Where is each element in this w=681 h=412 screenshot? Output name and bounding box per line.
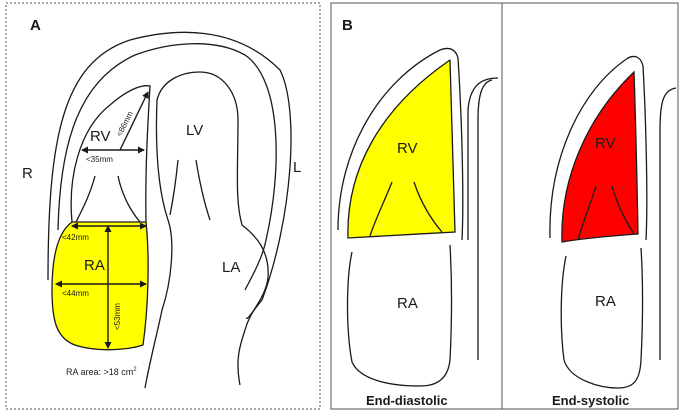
systolic-ra-chamber — [561, 248, 642, 388]
diastolic-view: RV RA End-diastolic — [338, 48, 498, 408]
rv-cavity — [71, 86, 150, 222]
ra-mid-width-label: <44mm — [62, 289, 89, 298]
lv-la-outline — [157, 72, 268, 385]
ra-area-label: RA area: >18 cm2 — [66, 367, 137, 377]
mitral-leaflet-right — [196, 160, 210, 220]
side-right-label: R — [22, 165, 33, 182]
panel-b: B RV RA End-diastolic RV RA End-systolic — [331, 3, 678, 409]
diastolic-ra-chamber — [348, 245, 452, 386]
ra-area-text: RA area: >18 cm — [66, 367, 133, 377]
panel-a: A R L RV LV RA LA <35mm <86mm <42mm <4 — [6, 3, 320, 409]
systolic-rv-chamber — [562, 72, 638, 242]
panel-b-label: B — [342, 17, 353, 34]
diastolic-caption: End-diastolic — [366, 393, 448, 408]
ra-label: RA — [84, 257, 105, 274]
diastolic-lv-wall — [468, 78, 498, 240]
side-left-label: L — [293, 159, 301, 176]
rv-label: RV — [90, 128, 111, 145]
diastolic-ra-label: RA — [397, 295, 418, 312]
ra-length-label: <53mm — [113, 303, 122, 330]
lv-label: LV — [186, 122, 203, 139]
systolic-caption: End-systolic — [552, 393, 629, 408]
tricuspid-leaflet-right — [118, 176, 140, 222]
diastolic-rv-label: RV — [397, 140, 418, 157]
tricuspid-leaflet-left — [76, 176, 95, 222]
systolic-view: RV RA End-systolic — [550, 56, 676, 408]
la-label: LA — [222, 259, 240, 276]
systolic-ra-label: RA — [595, 293, 616, 310]
systolic-lv-wall — [660, 88, 676, 360]
ra-upper-width-label: <42mm — [62, 233, 89, 242]
panel-a-label: A — [30, 17, 41, 34]
mitral-leaflet-left — [170, 160, 178, 215]
rv-width-label: <35mm — [86, 155, 113, 164]
ra-area-superscript: 2 — [133, 367, 137, 373]
diastolic-septum-right — [478, 80, 492, 360]
septum-line — [145, 100, 172, 388]
systolic-rv-label: RV — [595, 135, 616, 152]
